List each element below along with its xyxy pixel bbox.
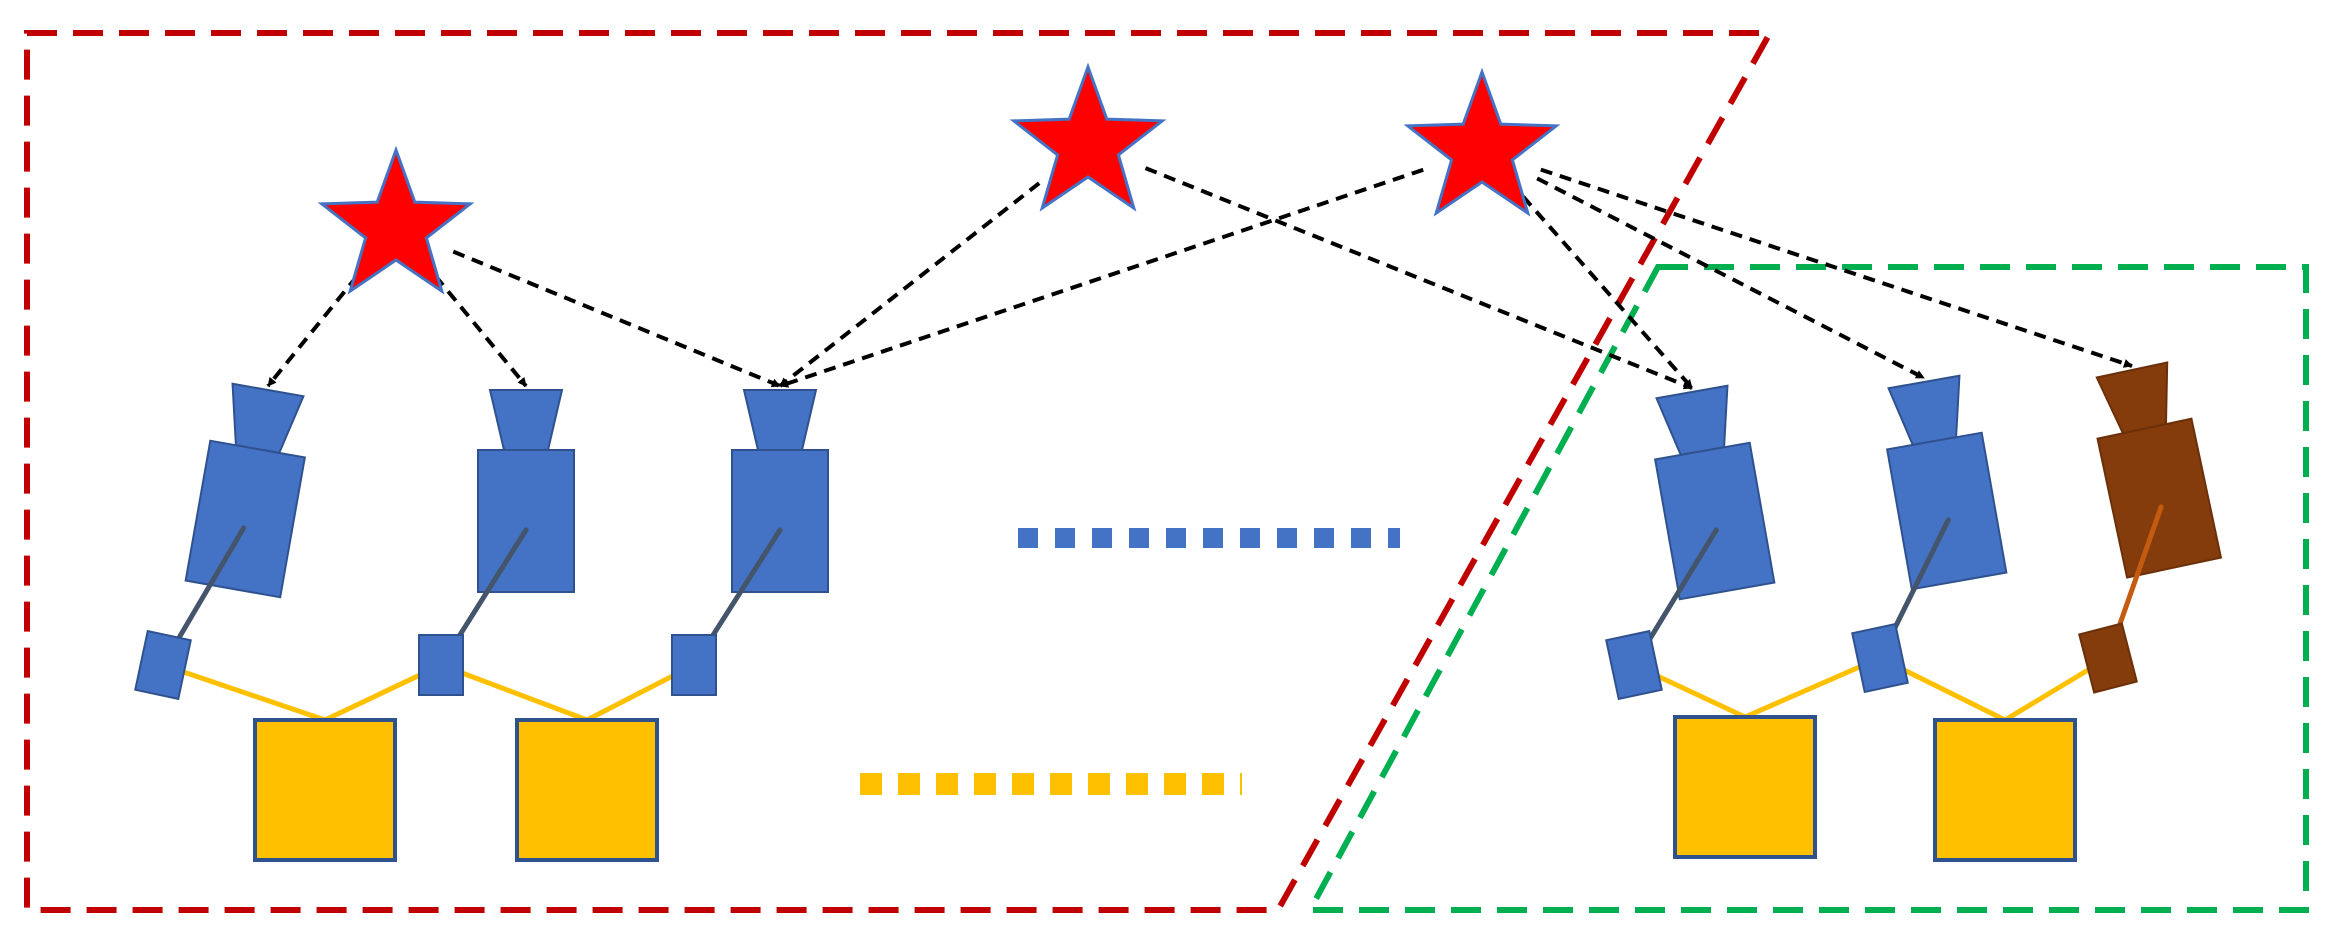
target-1 <box>253 718 397 862</box>
observation-arrows <box>266 166 2133 390</box>
arrow-star-1-camera-2 <box>433 274 528 388</box>
arrow-star-2-camera-3 <box>778 181 1041 388</box>
camera-3 <box>731 389 829 593</box>
targets <box>253 715 2077 862</box>
arrow-star-3-camera-4 <box>1521 195 1694 390</box>
green-dashed-region <box>1304 264 2309 913</box>
camera-body <box>2096 417 2223 579</box>
red-dashed-region <box>24 30 1776 913</box>
arrow-star-3-camera-3 <box>779 167 1424 388</box>
camera-4 <box>1653 384 1776 601</box>
camera-4-arm-box <box>1605 629 1663 701</box>
ellipses <box>860 528 1400 795</box>
camera-3-arm-box <box>671 634 717 696</box>
camera-1 <box>184 382 307 599</box>
target-links <box>162 655 2110 723</box>
camera-1-arm-box <box>134 629 192 701</box>
camera-body <box>731 449 829 593</box>
target-3 <box>1673 715 1817 859</box>
arrow-star-2-camera-4 <box>1144 166 1693 390</box>
camera-6-arm-box <box>2078 622 2138 694</box>
camera-body <box>477 449 575 593</box>
star-1-shape <box>317 145 475 295</box>
cameras <box>134 361 2223 701</box>
camera-body <box>1653 441 1776 601</box>
camera-5 <box>1885 374 2008 591</box>
regions <box>24 30 2309 913</box>
link-camera-2-target-2 <box>440 662 588 723</box>
link-camera-1-target-1 <box>162 662 326 723</box>
arrow-star-3-camera-6 <box>1540 167 2133 368</box>
camera-6 <box>2095 361 2223 579</box>
camera-arms <box>134 504 2164 701</box>
star-2-shape <box>1009 62 1167 212</box>
camera-lens <box>742 389 818 451</box>
arrow-star-1-camera-1 <box>266 274 359 388</box>
camera-2-arm-box <box>418 634 464 696</box>
target-2 <box>515 718 659 862</box>
camera-2 <box>477 389 575 593</box>
camera-body <box>184 439 307 599</box>
star-3-shape <box>1403 67 1561 217</box>
camera-lens <box>488 389 564 451</box>
camera-body <box>1885 431 2008 591</box>
arrow-star-3-camera-5 <box>1536 176 1925 380</box>
target-4 <box>1933 718 2077 862</box>
arrow-star-1-camera-3 <box>452 249 781 388</box>
camera-5-arm-box <box>1851 622 1909 694</box>
stars <box>317 62 1561 295</box>
link-camera-5-target-3 <box>1743 655 1882 720</box>
